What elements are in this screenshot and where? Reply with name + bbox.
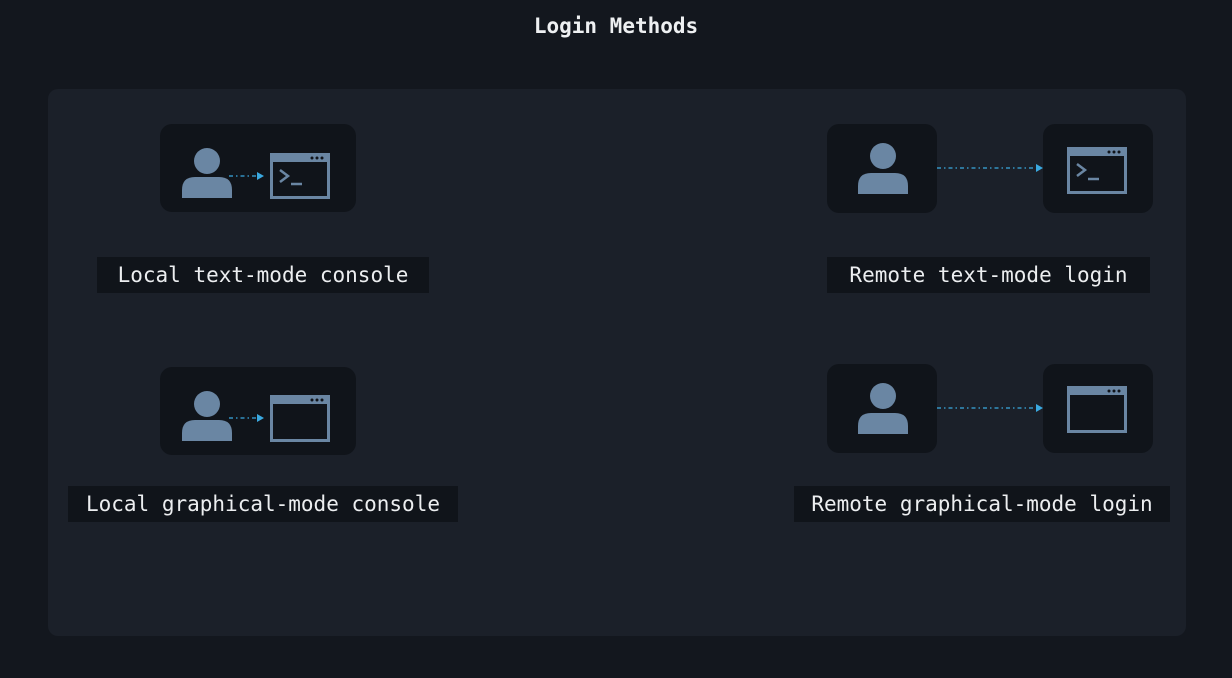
label-remote-graphical-login: Remote graphical-mode login xyxy=(794,486,1170,522)
local-graphical-console-card xyxy=(160,367,356,455)
dash-dot-arrow-icon xyxy=(937,164,1043,172)
label-local-text-console: Local text-mode console xyxy=(97,257,429,293)
label-remote-text-login: Remote text-mode login xyxy=(827,257,1150,293)
user-icon xyxy=(182,148,232,198)
blank-window-icon xyxy=(1067,386,1127,433)
terminal-window-icon xyxy=(1067,147,1127,194)
remote-text-user-card xyxy=(827,124,937,213)
diagram-title: Login Methods xyxy=(533,14,699,38)
remote-graphical-window-card xyxy=(1043,364,1153,453)
remote-graphical-user-card xyxy=(827,364,937,453)
dash-dot-arrow-icon xyxy=(937,404,1043,412)
label-local-graphical-console: Local graphical-mode console xyxy=(68,486,458,522)
user-icon xyxy=(182,391,232,441)
dash-dot-arrow-icon xyxy=(229,172,264,180)
user-icon xyxy=(858,383,908,434)
user-icon xyxy=(858,143,908,194)
blank-window-icon xyxy=(270,395,330,442)
remote-text-terminal-card xyxy=(1043,124,1153,213)
dash-dot-arrow-icon xyxy=(229,414,264,422)
local-text-console-card xyxy=(160,124,356,212)
terminal-window-icon xyxy=(270,153,330,199)
